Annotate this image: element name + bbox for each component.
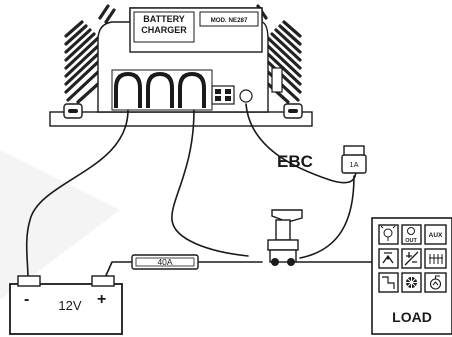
heatsink-fins-left: [64, 20, 100, 104]
load-label: LOAD: [392, 309, 432, 325]
battery: - + 12V: [9, 275, 123, 335]
ebc-label: EBC: [277, 152, 313, 171]
step-icon: [382, 276, 395, 289]
lamp-icon: [380, 225, 396, 241]
power-switch: [271, 67, 283, 93]
model-plate: [199, 11, 259, 27]
wires: [25, 103, 375, 281]
battery-charger: BATTERY CHARGER MOD. NE287: [49, 4, 313, 127]
wire-charger-positive: [171, 109, 249, 257]
fuse-40a: 40A: [131, 254, 199, 270]
charger-label-area: [133, 11, 195, 43]
battery-isolator-switch: [267, 209, 303, 266]
cable-sockets: [111, 69, 213, 111]
heater-icon: [429, 254, 443, 264]
battery-plus-sign: +: [97, 291, 106, 308]
battery-minus-sign: -: [24, 291, 29, 308]
socket-1: [114, 71, 142, 108]
battery-voltage: 12V: [58, 298, 81, 313]
charger-title-line1: BATTERY: [143, 14, 185, 24]
mounting-bar: [49, 111, 313, 127]
watermark-arrow: [0, 150, 120, 300]
fuse-40a-label: 40A: [157, 257, 172, 267]
pump-icon: [429, 275, 442, 290]
mounting-tab-left: [63, 103, 83, 119]
fan-icon: [382, 252, 394, 264]
charger-title-line2: CHARGER: [141, 25, 187, 35]
model-number: MOD. NE287: [211, 17, 248, 24]
wire-fuse-1a-to-switch: [299, 175, 355, 259]
wire-charger-to-battery-negative: [25, 109, 129, 279]
load-icon-aux: [424, 224, 447, 245]
led-indicator: [239, 89, 253, 103]
mounting-tab-right: [283, 103, 303, 119]
fuse-1a: 1A: [341, 145, 367, 174]
connector-block: [211, 85, 235, 105]
lamp-out-icon: OUT: [405, 227, 417, 244]
snowflake-icon: [405, 276, 418, 289]
load-panel: OUT AUX: [371, 217, 452, 335]
fuse-1a-label: 1A: [349, 160, 358, 169]
load-out-label: OUT: [405, 238, 417, 244]
load-aux-label: AUX: [429, 232, 443, 239]
socket-2: [146, 71, 174, 108]
light-rays-icon: [404, 251, 419, 266]
socket-3: [178, 71, 206, 108]
wire-battery-positive-to-fuse: [103, 261, 133, 281]
load-icon-lamp: [378, 224, 399, 245]
